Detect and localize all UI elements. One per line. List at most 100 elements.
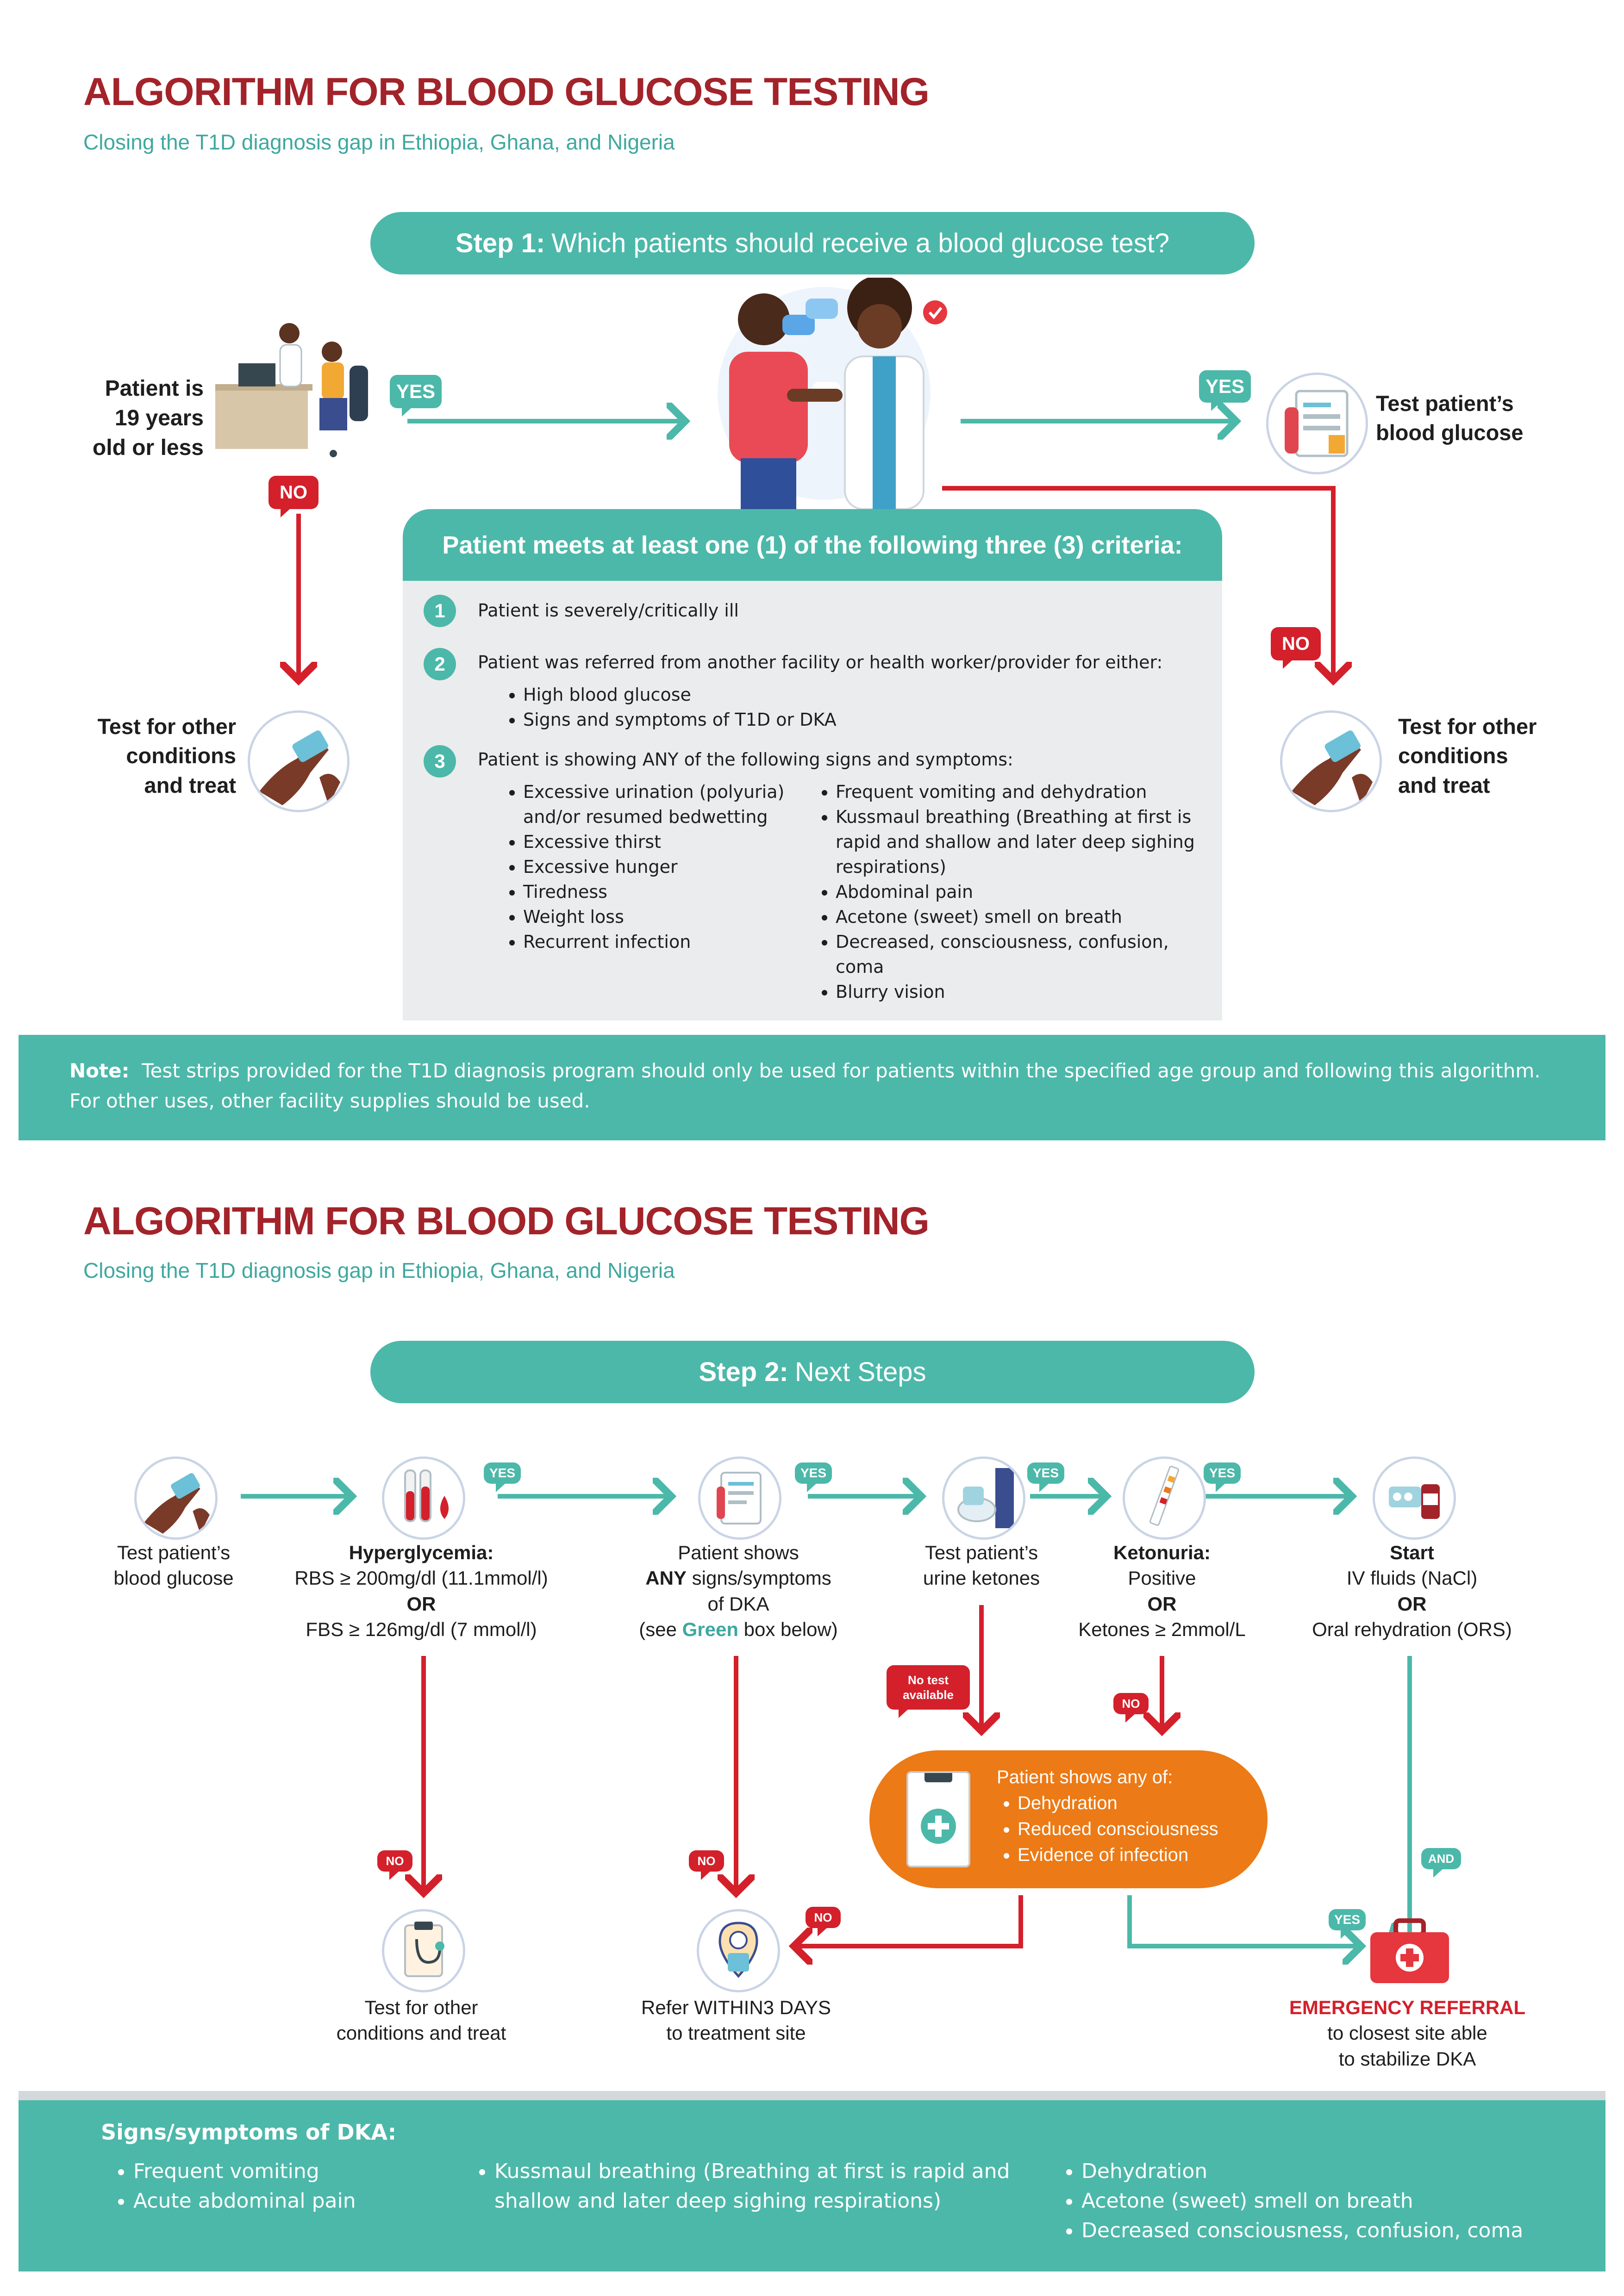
criterion-3-text: Patient is showing ANY of the following … [478,749,1013,770]
dka-signs-box: Signs/symptoms of DKA: Frequent vomiting… [19,2100,1605,2271]
orange-item: Evidence of infection [1018,1842,1218,1868]
yes-tag-orange: YES [1329,1909,1366,1939]
node-hyperglycemia: Hyperglycemia: RBS ≥ 200mg/dl (11.1mmol/… [294,1542,548,1641]
referral-list: High blood glucose Signs and symptoms of… [500,683,963,733]
dka-item: Kussmaul breathing (Breathing at first i… [494,2157,1041,2216]
stethoscope-clipboard-icon [382,1909,465,1992]
page2-title: ALGORITHM FOR BLOOD GLUCOSE TESTING [83,1199,930,1243]
dka-box-top-bar [19,2091,1605,2100]
dka-item: Acetone (sweet) smell on breath [1081,2186,1614,2216]
no-tag-ketonuria: NO [1113,1693,1149,1723]
and-tag: AND [1421,1848,1461,1878]
dka-list-col3: Dehydration Acetone (sweet) smell on bre… [1054,2157,1614,2245]
symptom-item: Frequent vomiting and dehydration [836,780,1211,805]
dka-item: Dehydration [1081,2157,1614,2186]
dka-list-col2: Kussmaul breathing (Breathing at first i… [467,2157,1041,2216]
test-blood-glucose-label: Test patient’s blood glucose [1376,391,1524,445]
symptom-item: Abdominal pain [836,880,1211,905]
no-tag-age: NO [269,476,319,517]
criterion-1-text: Patient is severely/critically ill [478,600,739,621]
outcome-emergency: EMERGENCY REFERRAL to closest site able … [1289,1997,1526,2070]
symptom-item: Tiredness [523,880,787,905]
test-other-left-label: Test for other conditions and treat [97,714,236,797]
orange-criteria-box: Patient shows any of: Dehydration Reduce… [869,1750,1268,1888]
node-start-fluids: Start IV fluids (NaCl) OR Oral rehydrati… [1312,1542,1512,1641]
step1-banner: Step 1: Which patients should receive a … [370,212,1255,274]
medication-icon [1373,1456,1456,1540]
symptom-item: Weight loss [523,905,787,930]
step2-label: Step 2: [699,1357,788,1387]
note-text: Test strips provided for the T1D diagnos… [69,1059,1541,1113]
note-label: Note: [69,1059,130,1082]
symptom-item: Blurry vision [836,980,1211,1005]
hospital-location-icon [697,1909,780,1992]
symptom-item: Excessive thirst [523,830,787,855]
yes-tag-urine: YES [1027,1462,1064,1492]
yes-tag-hyperglycemia: YES [484,1462,521,1492]
test-strip-icon [1123,1456,1206,1540]
symptoms-left-list: Excessive urination (polyuria) and/or re… [500,780,787,955]
step1-text: Which patients should receive a blood gl… [551,228,1170,258]
lab-report-icon [1266,373,1368,474]
criterion-1-number: 1 [424,595,456,627]
glucose-meter-icon-left [248,710,350,812]
no-tag-hyperglycemia: NO [377,1850,412,1880]
dka-item: Acute abdominal pain [133,2186,411,2216]
dka-list-col1: Frequent vomiting Acute abdominal pain [101,2157,411,2216]
referral-item: Signs and symptoms of T1D or DKA [523,708,963,733]
dka-title: Signs/symptoms of DKA: [101,2120,397,2145]
age-criteria-label: Patient is 19 years old or less [92,376,204,460]
clipboard-icon [698,1456,781,1540]
symptom-item: Kussmaul breathing (Breathing at first i… [836,805,1211,880]
clipboard-medical-icon [906,1771,970,1867]
page1-title: ALGORITHM FOR BLOOD GLUCOSE TESTING [83,70,930,113]
node-dka-signs: Patient shows ANY signs/symptoms of DKA … [639,1542,838,1641]
node-ketonuria: Ketonuria: Positive OR Ketones ≥ 2mmol/L [1078,1542,1246,1641]
symptom-item: Excessive hunger [523,855,787,880]
yes-tag-criteria: YES [1199,370,1251,411]
outcome-refer: Refer WITHIN3 DAYS to treatment site [641,1997,831,2044]
step2-banner: Step 2: Next Steps [370,1341,1255,1403]
orange-item: Reduced consciousness [1018,1816,1218,1842]
criterion-2-number: 2 [424,648,456,680]
symptom-item: Decreased, consciousness, confusion, com… [836,930,1211,980]
yes-tag-age: YES [390,375,442,417]
no-tag-orange: NO [806,1907,841,1936]
dka-item: Frequent vomiting [133,2157,411,2186]
symptom-item: Excessive urination (polyuria) and/or re… [523,780,787,830]
no-tag-dka-signs: NO [689,1850,724,1880]
page1-subtitle: Closing the T1D diagnosis gap in Ethiopi… [83,130,675,154]
criterion-3-number: 3 [424,745,456,778]
urine-test-icon [942,1456,1025,1540]
symptom-item: Recurrent infection [523,930,787,955]
no-tag-criteria: NO [1271,627,1321,669]
test-other-right-label: Test for other conditions and treat [1398,714,1537,797]
orange-criteria-text: Patient shows any of: Dehydration Reduce… [997,1764,1218,1868]
criteria-header: Patient meets at least one (1) of the fo… [403,509,1222,581]
arrow-criteria-no [942,486,1333,680]
dka-item: Decreased consciousness, confusion, coma [1081,2216,1614,2246]
node-urine-ketones: Test patient’s urine ketones [923,1542,1040,1589]
step2-text: Next Steps [794,1357,926,1387]
orange-item: Dehydration [1018,1790,1218,1816]
no-test-available-tag: No test available [887,1665,970,1718]
glucose-meter-icon-right [1280,710,1382,812]
glucose-meter-icon [134,1456,218,1540]
blood-tubes-icon [382,1456,465,1540]
note-banner: Note: Test strips provided for the T1D d… [19,1035,1605,1140]
outcome-test-other: Test for other conditions and treat [336,1997,506,2044]
referral-item: High blood glucose [523,683,963,708]
criterion-2-text: Patient was referred from another facili… [478,652,1163,672]
step1-label: Step 1: [455,228,545,258]
yes-tag-dka-signs: YES [795,1462,832,1492]
clinic-illustration [211,319,382,458]
node-test-glucose: Test patient’s blood glucose [113,1542,234,1589]
yes-tag-ketonuria: YES [1204,1462,1241,1492]
symptom-item: Acetone (sweet) smell on breath [836,905,1211,930]
doctor-patient-illustration [694,275,954,510]
page2-subtitle: Closing the T1D diagnosis gap in Ethiopi… [83,1258,675,1282]
first-aid-kit-icon [1368,1916,1451,1985]
page1-connectors [0,0,1624,1157]
criteria-box: 1 Patient is severely/critically ill 2 P… [403,581,1222,1020]
symptoms-right-list: Frequent vomiting and dehydration Kussma… [812,780,1211,1005]
